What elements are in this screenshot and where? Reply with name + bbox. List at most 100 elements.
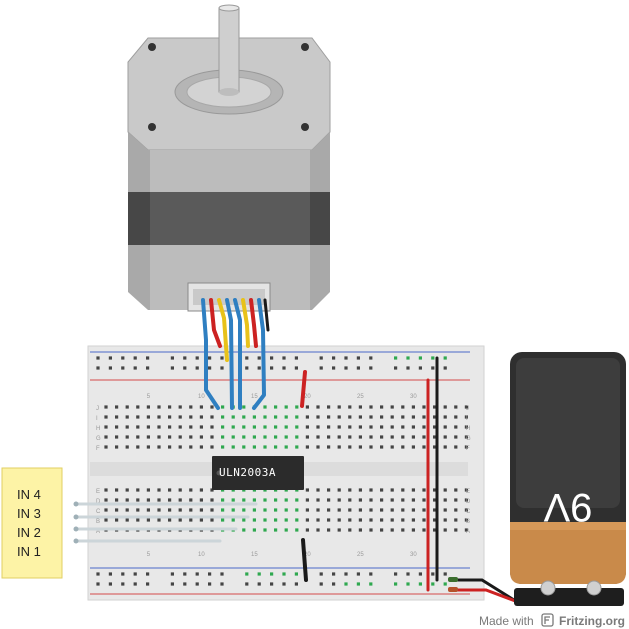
breadboard-hole bbox=[454, 518, 458, 522]
breadboard-hole bbox=[464, 488, 468, 492]
breadboard-hole bbox=[406, 366, 410, 370]
breadboard-hole bbox=[443, 415, 447, 419]
breadboard-hole bbox=[422, 488, 426, 492]
breadboard-hole bbox=[242, 528, 246, 532]
chip-notch-icon bbox=[216, 470, 222, 476]
breadboard-hole bbox=[242, 425, 246, 429]
breadboard-hole bbox=[319, 572, 323, 576]
breadboard-hole bbox=[344, 572, 348, 576]
breadboard-hole bbox=[208, 366, 212, 370]
breadboard-hole bbox=[195, 572, 199, 576]
breadboard-hole bbox=[401, 435, 405, 439]
input-wires bbox=[74, 502, 258, 543]
breadboard-hole bbox=[358, 488, 362, 492]
breadboard-hole bbox=[344, 366, 348, 370]
breadboard-hole bbox=[168, 435, 172, 439]
breadboard-hole bbox=[136, 425, 140, 429]
breadboard-hole bbox=[183, 366, 187, 370]
breadboard-hole bbox=[433, 528, 437, 532]
breadboard-hole bbox=[454, 425, 458, 429]
breadboard-hole bbox=[369, 405, 373, 409]
breadboard-hole bbox=[183, 356, 187, 360]
breadboard-hole bbox=[358, 445, 362, 449]
breadboard-hole bbox=[295, 425, 299, 429]
breadboard-hole bbox=[369, 572, 373, 576]
breadboard-hole bbox=[305, 435, 309, 439]
breadboard-hole bbox=[401, 415, 405, 419]
breadboard-hole bbox=[431, 582, 435, 586]
breadboard-hole bbox=[319, 582, 323, 586]
breadboard-hole bbox=[358, 508, 362, 512]
breadboard-hole bbox=[295, 415, 299, 419]
breadboard-hole bbox=[195, 366, 199, 370]
breadboard-hole bbox=[295, 445, 299, 449]
breadboard-hole bbox=[380, 488, 384, 492]
breadboard-hole bbox=[390, 415, 394, 419]
breadboard-hole bbox=[178, 415, 182, 419]
motor-shaft-base bbox=[219, 88, 239, 96]
breadboard-hole bbox=[422, 518, 426, 522]
breadboard-hole bbox=[433, 415, 437, 419]
breadboard-hole bbox=[454, 445, 458, 449]
breadboard-hole bbox=[189, 508, 193, 512]
battery-bottom-band bbox=[510, 522, 626, 584]
breadboard-hole bbox=[332, 356, 336, 360]
breadboard-hole bbox=[136, 518, 140, 522]
breadboard-hole bbox=[96, 366, 100, 370]
breadboard-hole bbox=[380, 528, 384, 532]
breadboard-hole bbox=[454, 415, 458, 419]
breadboard-hole bbox=[327, 508, 331, 512]
breadboard-hole bbox=[270, 582, 274, 586]
breadboard-hole bbox=[380, 508, 384, 512]
inputs-box-background bbox=[1, 467, 63, 579]
breadboard-hole bbox=[454, 508, 458, 512]
column-number: 25 bbox=[357, 552, 364, 558]
breadboard-hole bbox=[115, 445, 119, 449]
breadboard-hole bbox=[121, 366, 125, 370]
breadboard-hole bbox=[284, 518, 288, 522]
breadboard-hole bbox=[220, 366, 224, 370]
breadboard-hole bbox=[274, 508, 278, 512]
breadboard-hole bbox=[295, 528, 299, 532]
breadboard-hole bbox=[358, 498, 362, 502]
breadboard-hole bbox=[337, 445, 341, 449]
breadboard-hole bbox=[282, 572, 286, 576]
breadboard-hole bbox=[221, 445, 225, 449]
breadboard-hole bbox=[358, 425, 362, 429]
breadboard-hole bbox=[356, 356, 360, 360]
screw-hole-icon bbox=[148, 123, 156, 131]
breadboard-hole bbox=[104, 435, 108, 439]
breadboard-hole bbox=[263, 508, 267, 512]
breadboard-hole bbox=[220, 582, 224, 586]
breadboard-hole bbox=[252, 435, 256, 439]
breadboard-hole bbox=[369, 498, 373, 502]
breadboard-hole bbox=[168, 445, 172, 449]
breadboard-hole bbox=[274, 435, 278, 439]
breadboard-hole bbox=[210, 415, 214, 419]
breadboard-hole bbox=[316, 425, 320, 429]
breadboard-hole bbox=[422, 528, 426, 532]
breadboard-hole bbox=[178, 518, 182, 522]
breadboard-hole bbox=[327, 415, 331, 419]
inputs-box: IN 4 IN 3 IN 2 IN 1 bbox=[1, 467, 63, 579]
row-letter: G bbox=[96, 436, 101, 442]
breadboard-hole bbox=[406, 572, 410, 576]
breadboard-hole bbox=[133, 356, 137, 360]
breadboard-hole bbox=[96, 582, 100, 586]
breadboard-hole bbox=[443, 498, 447, 502]
breadboard-hole bbox=[454, 498, 458, 502]
breadboard-hole bbox=[422, 435, 426, 439]
breadboard-hole bbox=[274, 445, 278, 449]
breadboard-hole bbox=[348, 435, 352, 439]
breadboard-hole bbox=[221, 415, 225, 419]
breadboard-hole bbox=[316, 528, 320, 532]
battery-terminal-icon bbox=[540, 580, 556, 596]
breadboard-hole bbox=[418, 356, 422, 360]
breadboard-hole bbox=[284, 445, 288, 449]
breadboard-hole bbox=[252, 528, 256, 532]
breadboard-hole bbox=[380, 435, 384, 439]
breadboard-hole bbox=[189, 488, 193, 492]
breadboard-hole bbox=[231, 435, 235, 439]
breadboard-hole bbox=[146, 445, 150, 449]
